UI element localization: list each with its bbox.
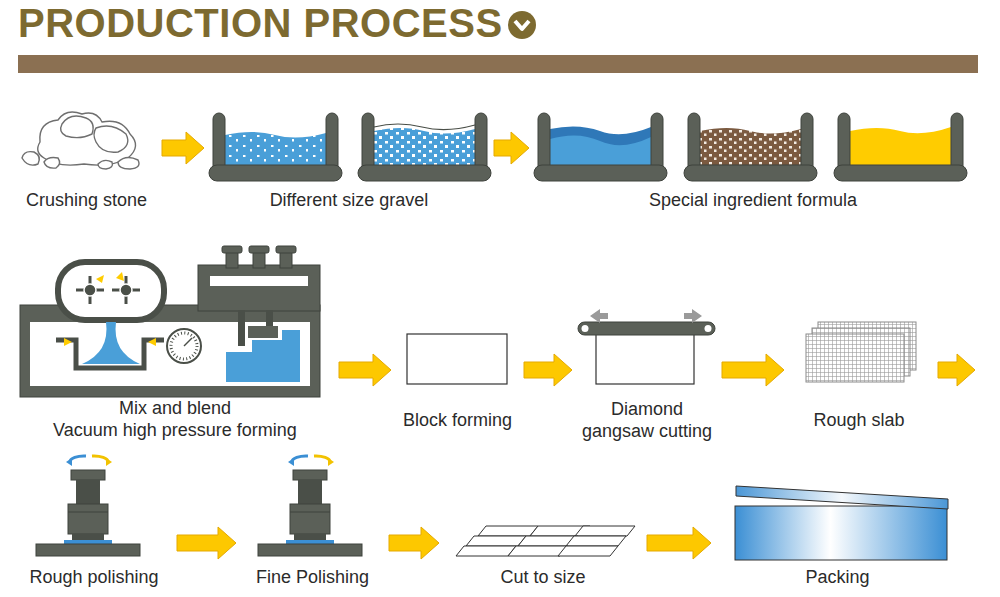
step-caption: Different size gravel <box>204 189 494 211</box>
flow-arrow <box>339 354 391 386</box>
tank <box>834 113 967 181</box>
flow-arrow <box>647 527 711 559</box>
step-caption: Diamond gangsaw cutting <box>572 398 722 442</box>
step-caption: Crushing stone <box>11 189 162 211</box>
step-label: Cut to size <box>439 566 647 588</box>
step-label: Crushing stone <box>11 189 162 211</box>
flow-arrow <box>938 354 975 386</box>
process-step: Different size gravel <box>204 108 494 211</box>
step-label: Special ingredient formula <box>529 189 977 211</box>
step-caption: Mix and blendVacuum high pressure formin… <box>11 397 339 441</box>
process-step: Rough slab <box>784 315 934 431</box>
stones <box>22 112 139 169</box>
process-step: Special ingredient formula <box>529 108 977 211</box>
process-step: Fine Polishing <box>236 450 389 588</box>
title-text: PRODUCTION PROCESS <box>18 1 503 45</box>
cut-tiles <box>456 526 635 556</box>
step-caption: Special ingredient formula <box>529 189 977 211</box>
step-caption: Packing <box>711 566 964 588</box>
step-label: Fine Polishing <box>236 566 389 588</box>
header-bar <box>18 55 978 73</box>
slab-stack <box>806 322 916 382</box>
process-step: Packing <box>711 480 964 588</box>
page-title: PRODUCTION PROCESS <box>18 0 537 46</box>
tank <box>358 113 491 181</box>
step-caption: Block forming <box>391 409 524 431</box>
process-step: Block forming <box>391 325 524 431</box>
polisher <box>36 456 140 556</box>
flow-arrow <box>162 132 204 164</box>
process-step: Rough polishing <box>11 450 177 588</box>
flow-arrow <box>177 527 236 559</box>
step-label: Vacuum high pressure forming <box>11 419 339 441</box>
step-label: Block forming <box>391 409 524 431</box>
tank <box>684 113 817 181</box>
step-label: Diamond gangsaw cutting <box>577 398 717 442</box>
packing-box <box>735 486 948 560</box>
step-label: Packing <box>711 566 964 588</box>
step-caption: Rough slab <box>784 409 934 431</box>
step-caption: Fine Polishing <box>236 566 389 588</box>
process-step: Diamond gangsaw cutting <box>572 305 722 442</box>
process-step: Crushing stone <box>11 108 162 211</box>
process-step: Mix and blendVacuum high pressure formin… <box>11 245 339 441</box>
flow-arrow <box>524 354 572 386</box>
flow-arrow <box>389 527 439 559</box>
forming-machine <box>20 246 320 397</box>
step-label: Different size gravel <box>204 189 494 211</box>
tank <box>534 113 667 181</box>
gangsaw <box>578 309 715 384</box>
tank <box>209 113 342 181</box>
step-label: Rough polishing <box>11 566 177 588</box>
process-step: Cut to size <box>439 505 647 588</box>
stone-block <box>407 334 507 384</box>
step-label: Rough slab <box>784 409 934 431</box>
polisher <box>258 456 362 556</box>
flow-arrow <box>494 132 529 164</box>
step-caption: Rough polishing <box>11 566 177 588</box>
title-icon <box>507 10 537 40</box>
step-caption: Cut to size <box>439 566 647 588</box>
step-label: Mix and blend <box>11 397 339 419</box>
flow-arrow <box>722 354 784 386</box>
